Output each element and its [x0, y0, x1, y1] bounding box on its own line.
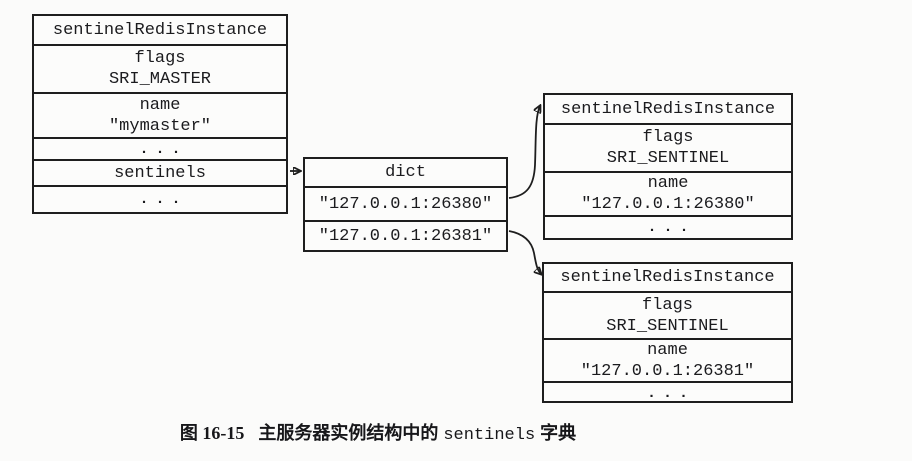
dict-title: dict: [385, 163, 426, 182]
sentinel1-ellipsis-row: ...: [545, 215, 791, 238]
arrow-dict-key2-to-sentinel2: [508, 230, 541, 274]
master-ellipsis-row-bottom: ...: [34, 185, 286, 212]
master-ellipsis-row-top: ...: [34, 137, 286, 159]
master-sentinels-row: sentinels: [34, 159, 286, 185]
sentinels-dict-box: dict "127.0.0.1:26380" "127.0.0.1:26381": [303, 157, 508, 252]
flags-value: SRI_MASTER: [108, 70, 212, 89]
sentinel1-title: sentinelRedisInstance: [560, 99, 776, 119]
sentinel2-ellipsis-row: ...: [544, 381, 791, 404]
name-value: "mymaster": [108, 116, 212, 136]
master-title: sentinelRedisInstance: [52, 20, 268, 40]
sentinel-instance-box-26381: sentinelRedisInstance flags SRI_SENTINEL…: [542, 262, 793, 403]
flags-label: flags: [134, 49, 186, 68]
name-label: name: [139, 95, 181, 115]
dict-key-26381: "127.0.0.1:26381": [305, 220, 506, 250]
master-name-row: name "mymaster": [34, 92, 286, 137]
master-instance-box: sentinelRedisInstance flags SRI_MASTER n…: [32, 14, 288, 214]
name-value: "127.0.0.1:26380": [581, 195, 755, 214]
flags-value: SRI_SENTINEL: [606, 149, 730, 168]
flags-label: flags: [641, 295, 693, 315]
sentinel2-title: sentinelRedisInstance: [560, 268, 775, 287]
name-label: name: [647, 174, 689, 193]
sentinel1-flags-row: flags SRI_SENTINEL: [545, 123, 791, 171]
caption-text-after: 字典: [540, 423, 577, 443]
caption-text-before: 主服务器实例结构中的: [258, 423, 439, 443]
sentinel-instance-box-26380: sentinelRedisInstance flags SRI_SENTINEL…: [543, 93, 793, 240]
master-flags-row: flags SRI_MASTER: [34, 44, 286, 92]
flags-label: flags: [642, 128, 694, 147]
figure-number: 图 16-15: [179, 423, 245, 443]
name-label: name: [647, 340, 688, 360]
arrow-dict-key1-to-sentinel1: [508, 106, 540, 199]
sentinel2-flags-row: flags SRI_SENTINEL: [544, 291, 791, 338]
dict-key-26380: "127.0.0.1:26380": [305, 186, 506, 220]
sentinel1-name-row: name "127.0.0.1:26380": [545, 171, 791, 215]
caption-code: sentinels: [443, 426, 536, 445]
flags-value: SRI_SENTINEL: [606, 316, 729, 336]
name-value: "127.0.0.1:26381": [580, 361, 755, 381]
sentinel2-name-row: name "127.0.0.1:26381": [544, 338, 791, 381]
